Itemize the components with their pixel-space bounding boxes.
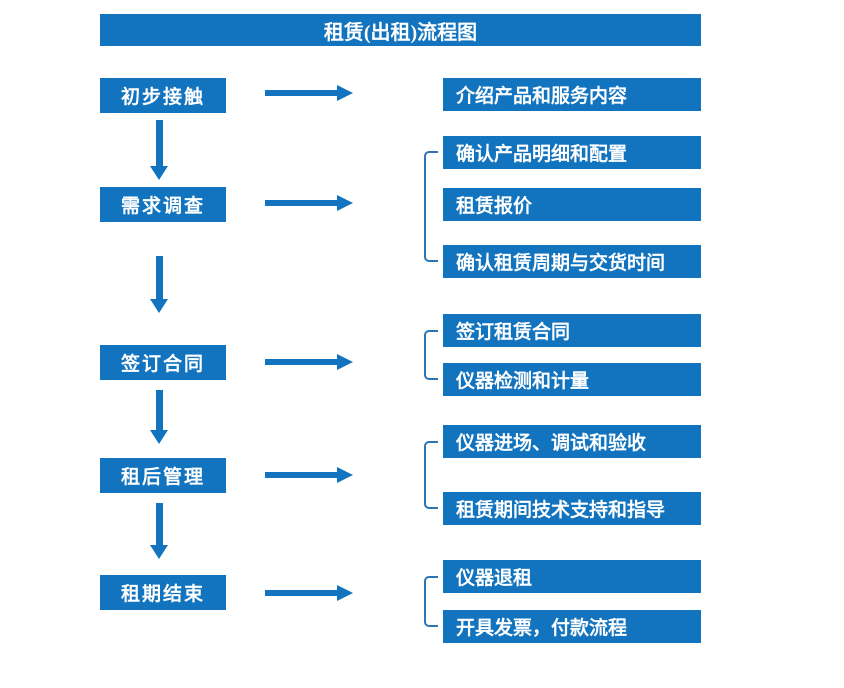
group-bracket xyxy=(424,151,438,262)
right-arrow xyxy=(265,195,353,211)
page-title: 租赁(出租)流程图 xyxy=(323,21,478,44)
detail-box-tech-support: 租赁期间技术支持和指导 xyxy=(443,492,701,525)
title-banner: 租赁(出租)流程图 xyxy=(100,14,701,46)
detail-box-introduce-products: 介绍产品和服务内容 xyxy=(443,78,701,111)
stage-box-initial-contact: 初步接触 xyxy=(100,78,226,113)
down-arrow xyxy=(150,256,168,313)
detail-box-confirm-details: 确认产品明细和配置 xyxy=(443,136,701,169)
down-arrow xyxy=(150,390,168,444)
down-arrow xyxy=(150,503,168,559)
stage-box-demand-survey: 需求调查 xyxy=(100,187,226,222)
stage-box-rental-end: 租期结束 xyxy=(100,575,226,610)
right-arrow xyxy=(265,354,353,370)
down-arrow xyxy=(150,120,168,180)
right-arrow xyxy=(265,467,353,483)
stage-box-post-rental: 租后管理 xyxy=(100,458,226,493)
right-arrow xyxy=(265,585,353,601)
detail-box-rental-quote: 租赁报价 xyxy=(443,188,701,221)
detail-box-instrument-setup: 仪器进场、调试和验收 xyxy=(443,425,701,458)
stage-box-sign-contract: 签订合同 xyxy=(100,345,226,380)
group-bracket xyxy=(424,441,438,509)
group-bracket xyxy=(424,330,438,380)
detail-box-instrument-testing: 仪器检测和计量 xyxy=(443,363,701,396)
group-bracket xyxy=(424,576,438,627)
right-arrow xyxy=(265,85,353,101)
detail-box-confirm-period: 确认租赁周期与交货时间 xyxy=(443,245,701,278)
detail-box-invoice-payment: 开具发票，付款流程 xyxy=(443,610,701,643)
detail-box-instrument-return: 仪器退租 xyxy=(443,560,701,593)
detail-box-sign-rental-contract: 签订租赁合同 xyxy=(443,314,701,347)
